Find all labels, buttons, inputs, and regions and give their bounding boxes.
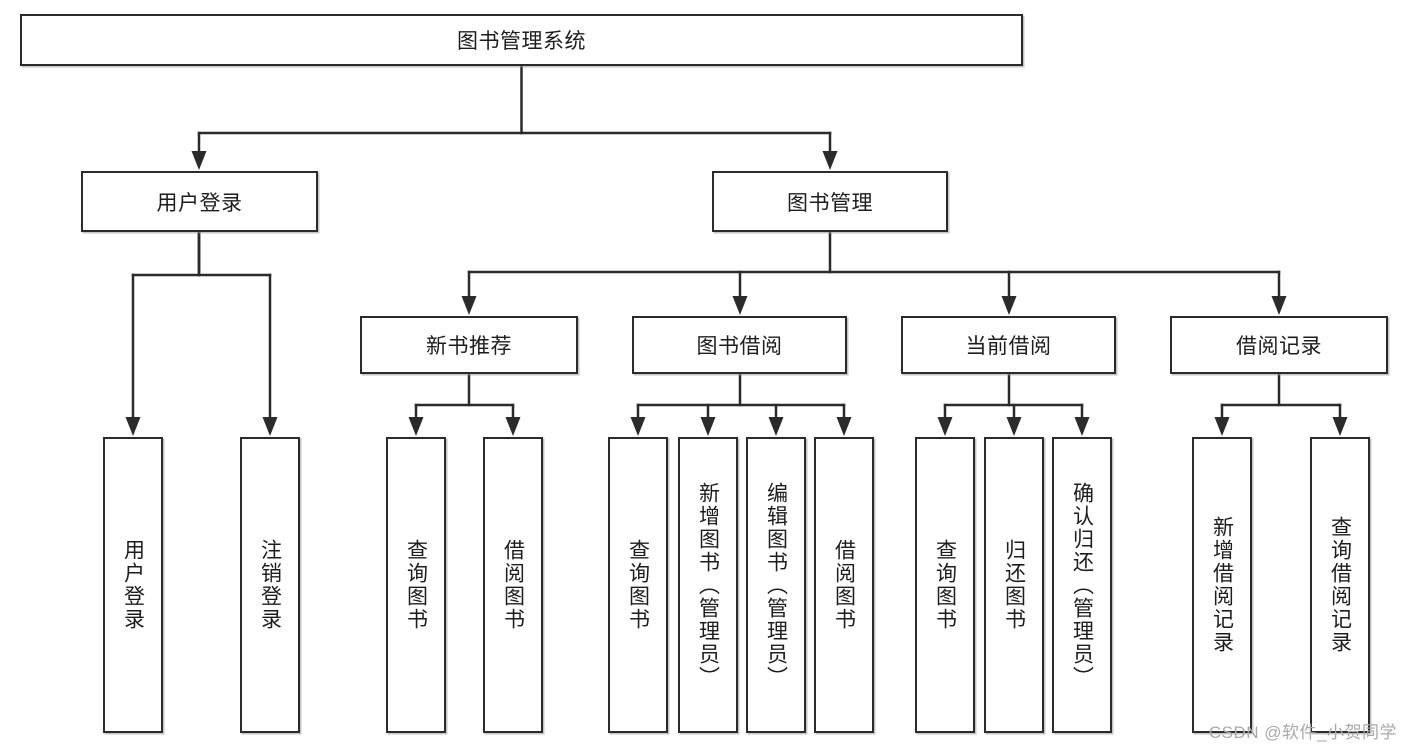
node-label: 注销登录 [258, 539, 282, 631]
level2-node-用户登录-0[interactable]: 用户登录 [81, 171, 318, 232]
level2-node-图书管理-1[interactable]: 图书管理 [712, 171, 948, 232]
leaf-node-确认归还管理员-10[interactable]: 确认归还（管理员） [1052, 437, 1112, 733]
leaf-node-新增图书管理员-5[interactable]: 新增图书（管理员） [678, 437, 738, 733]
node-label: 归还图书 [1002, 539, 1026, 631]
arrowhead-icon [505, 417, 521, 436]
leaf-node-用户登录-0[interactable]: 用户登录 [103, 437, 163, 733]
node-label: 新书推荐 [426, 335, 512, 358]
leaf-node-借阅图书-3[interactable]: 借阅图书 [483, 437, 543, 733]
node-label: 借阅图书 [832, 539, 856, 631]
level3-node-当前借阅-2[interactable]: 当前借阅 [901, 316, 1116, 374]
node-label: 确认归还（管理员） [1070, 481, 1094, 689]
arrowhead-icon [1332, 417, 1348, 436]
node-label: 图书管理 [787, 191, 873, 215]
arrowhead-icon [630, 417, 646, 436]
level3-node-图书借阅-1[interactable]: 图书借阅 [632, 316, 847, 374]
arrowhead-icon [732, 296, 748, 315]
arrowhead-icon [125, 417, 141, 436]
arrowhead-icon [836, 417, 852, 436]
arrowhead-icon [191, 151, 207, 170]
arrowhead-icon [1074, 417, 1090, 436]
node-label: 借阅记录 [1236, 335, 1322, 358]
node-label: 用户登录 [156, 191, 243, 215]
node-label: 查询借阅记录 [1328, 516, 1352, 654]
leaf-node-借阅图书-7[interactable]: 借阅图书 [814, 437, 874, 733]
node-label: 当前借阅 [965, 335, 1052, 358]
node-label: 查询图书 [933, 539, 957, 631]
arrowhead-icon [408, 417, 424, 436]
arrowhead-icon [461, 296, 477, 315]
leaf-node-查询图书-2[interactable]: 查询图书 [386, 437, 446, 733]
leaf-node-查询借阅记录-12[interactable]: 查询借阅记录 [1310, 437, 1370, 733]
connector-line [131, 230, 201, 277]
arrowhead-icon [1006, 417, 1022, 436]
root-node-图书管理系统[interactable]: 图书管理系统 [20, 14, 1023, 66]
node-label: 图书借阅 [696, 335, 783, 358]
arrowhead-icon [1214, 417, 1230, 436]
level3-node-新书推荐-0[interactable]: 新书推荐 [360, 316, 578, 374]
arrowhead-icon [1001, 296, 1017, 315]
arrowhead-icon [937, 417, 953, 436]
leaf-node-查询图书-4[interactable]: 查询图书 [608, 437, 668, 733]
leaf-node-注销登录-1[interactable]: 注销登录 [240, 437, 300, 733]
node-label: 图书管理系统 [457, 30, 586, 53]
leaf-node-归还图书-9[interactable]: 归还图书 [984, 437, 1044, 733]
leaf-node-编辑图书管理员-6[interactable]: 编辑图书（管理员） [746, 437, 806, 733]
node-label: 新增图书（管理员） [696, 481, 720, 689]
node-label: 借阅图书 [501, 539, 525, 631]
node-label: 编辑图书（管理员） [764, 481, 788, 689]
node-label: 查询图书 [626, 539, 650, 631]
leaf-node-查询图书-8[interactable]: 查询图书 [915, 437, 975, 733]
arrowhead-icon [822, 151, 838, 170]
arrowhead-icon [262, 417, 278, 436]
node-label: 查询图书 [404, 539, 428, 631]
arrowhead-icon [768, 417, 784, 436]
node-label: 用户登录 [121, 539, 145, 631]
csdn-watermark: CSDN @软件_小贺同学 [1208, 723, 1397, 742]
level3-node-借阅记录-3[interactable]: 借阅记录 [1170, 316, 1388, 374]
arrowhead-icon [700, 417, 716, 436]
node-label: 新增借阅记录 [1210, 516, 1234, 654]
arrowhead-icon [1271, 296, 1287, 315]
leaf-node-新增借阅记录-11[interactable]: 新增借阅记录 [1192, 437, 1252, 733]
